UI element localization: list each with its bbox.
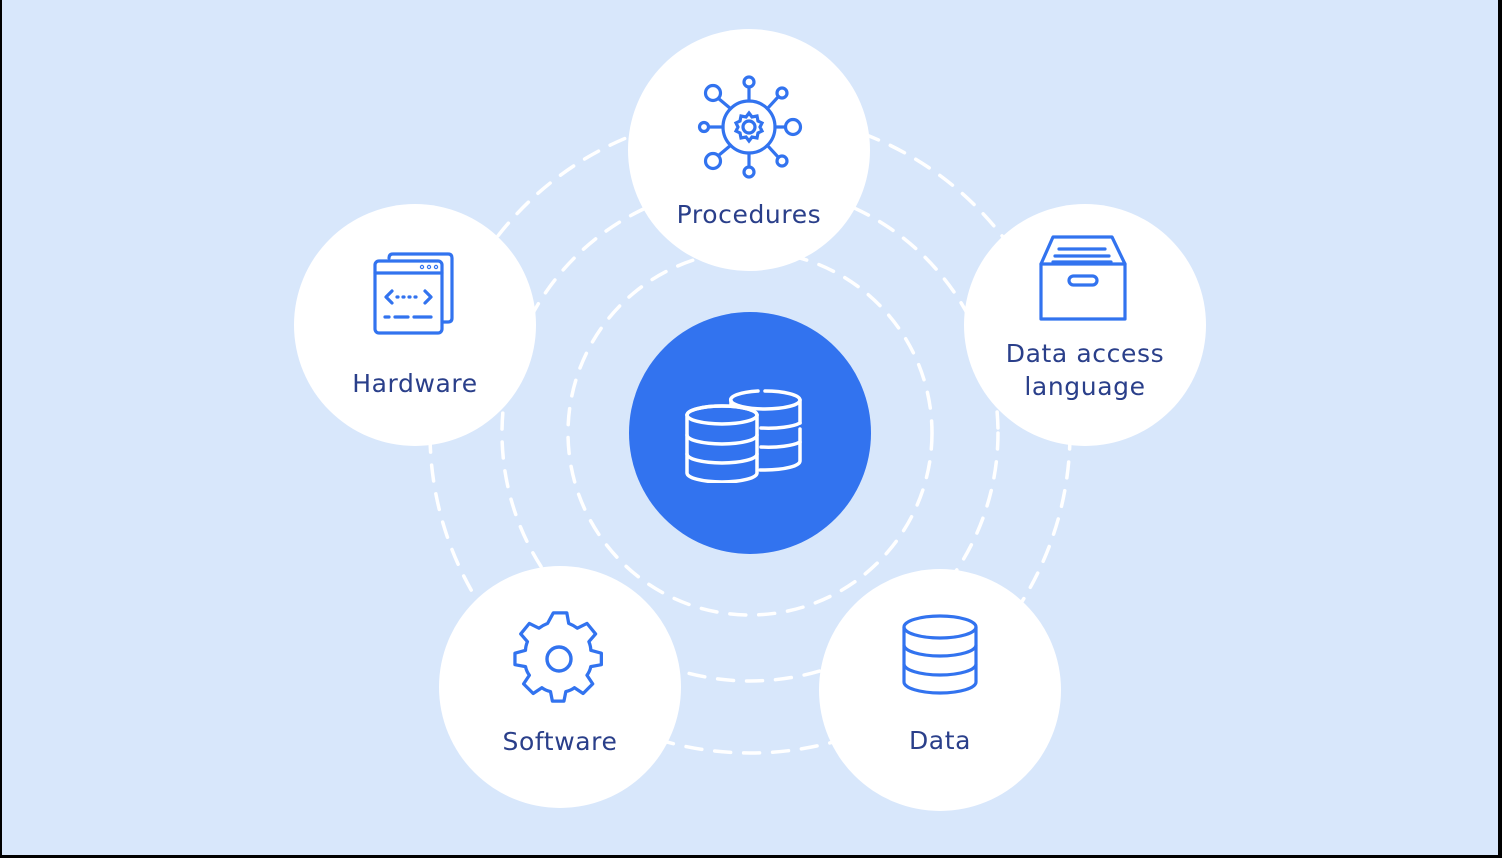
gear-icon (513, 610, 603, 703)
node-label: Data (908, 725, 972, 755)
node-software: Software (439, 566, 681, 808)
node-data-access-language: Data access language (964, 204, 1206, 446)
node-hardware: Hardware (294, 204, 536, 446)
network-gear-icon (697, 74, 803, 179)
node-procedures: Procedures (628, 29, 870, 271)
node-label: Procedures (676, 199, 822, 229)
node-label: Software (502, 726, 618, 756)
center-database-node (629, 312, 871, 554)
database-stack-icon (685, 389, 802, 483)
database-icon (902, 613, 978, 695)
code-window-icon (373, 251, 454, 335)
node-data: Data (819, 569, 1061, 811)
node-label: Data access language (1005, 339, 1165, 401)
file-archive-box-icon (1039, 235, 1127, 321)
node-label: Hardware (352, 368, 478, 398)
